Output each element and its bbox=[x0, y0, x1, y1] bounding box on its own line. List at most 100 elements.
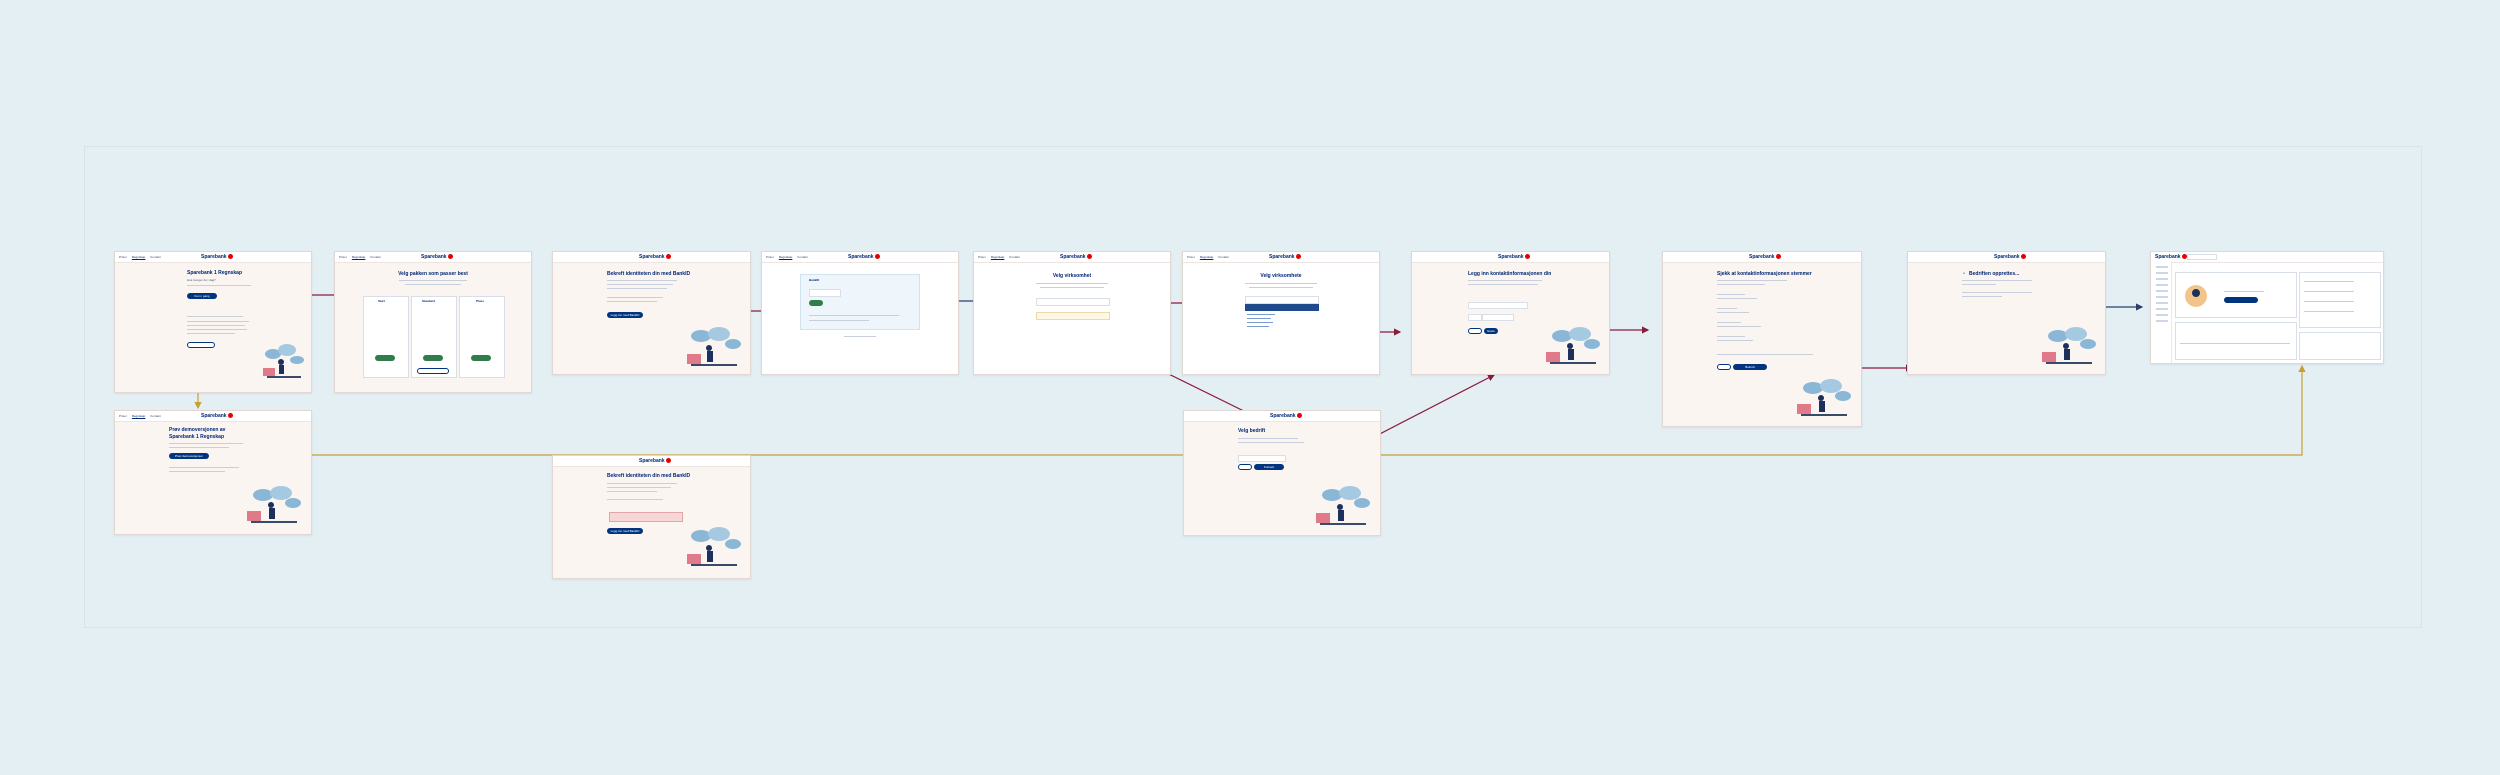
sparebank-logo: Sparebank bbox=[1269, 254, 1301, 260]
email-field[interactable] bbox=[1468, 302, 1528, 309]
company-select[interactable] bbox=[1238, 455, 1286, 462]
app-sidebar bbox=[2151, 262, 2172, 363]
top-nav: Priser Regnskap Kontakt bbox=[339, 255, 386, 259]
nav-link[interactable]: Regnskap bbox=[1199, 255, 1214, 259]
nav-link[interactable]: Kontakt bbox=[1009, 255, 1020, 259]
bankid-next-button[interactable] bbox=[809, 300, 823, 306]
top-nav: Priser Regnskap Kontakt bbox=[1187, 255, 1234, 259]
illustration-person-clouds bbox=[1316, 486, 1370, 525]
frame-header: Priser Regnskap Kontakt Sparebank bbox=[974, 252, 1170, 263]
illustration-person-clouds bbox=[247, 486, 301, 523]
loading-spinner-icon: ◔ bbox=[1962, 271, 1966, 277]
top-nav: Priser Regnskap Kontakt bbox=[766, 255, 813, 259]
frame-bankid-confirm: Sparebank Bekreft identiteten din med Ba… bbox=[552, 251, 751, 375]
business-search-input[interactable] bbox=[1036, 298, 1110, 306]
frame-landing: Priser Regnskap Kontakt Sparebank Spareban… bbox=[114, 251, 312, 393]
nav-link[interactable]: Kontakt bbox=[150, 414, 161, 418]
start-button[interactable]: Kom i gang bbox=[187, 293, 217, 299]
bankid-login-button[interactable]: Logg inn med BankID bbox=[607, 528, 643, 534]
try-demo-button[interactable]: Prøv demoversjonen bbox=[169, 453, 209, 459]
bankid-login-button[interactable]: Logg inn med BankID bbox=[607, 312, 643, 318]
back-button[interactable] bbox=[1468, 328, 1482, 334]
illustration-person-clouds bbox=[1797, 379, 1851, 416]
sparebank-logo: Sparebank bbox=[1270, 413, 1302, 419]
business-option-selected[interactable] bbox=[1245, 304, 1319, 311]
bankid-input[interactable] bbox=[809, 289, 841, 297]
top-nav: Priser Regnskap Kontakt bbox=[119, 414, 166, 418]
frame-confirm-contact: Sparebank Sjekk at kontaktinformasjonen … bbox=[1662, 251, 1862, 427]
back-button[interactable] bbox=[1717, 364, 1731, 370]
nav-link[interactable]: Kontakt bbox=[797, 255, 808, 259]
nav-link[interactable]: Regnskap bbox=[990, 255, 1005, 259]
plan-card[interactable]: Standard bbox=[411, 296, 457, 378]
frame-header: Priser Regnskap Kontakt Sparebank bbox=[115, 252, 311, 263]
sparebank-logo: Sparebank bbox=[2155, 254, 2187, 260]
next-button[interactable]: Neste bbox=[1484, 328, 1498, 334]
chart-card bbox=[2175, 322, 2297, 360]
secondary-button[interactable] bbox=[187, 342, 215, 348]
sparebank-logo: Sparebank bbox=[201, 254, 233, 260]
nav-link[interactable]: Priser bbox=[978, 255, 986, 259]
frame-header: Sparebank bbox=[1663, 252, 1861, 263]
info-banner bbox=[1036, 312, 1110, 320]
connector-f11-f10 bbox=[312, 364, 2306, 456]
nav-link[interactable]: Priser bbox=[766, 255, 774, 259]
nav-link[interactable]: Kontakt bbox=[370, 255, 381, 259]
nav-link[interactable]: Kontakt bbox=[1218, 255, 1229, 259]
nav-link[interactable]: Kontakt bbox=[150, 255, 161, 259]
back-button[interactable] bbox=[1238, 464, 1252, 470]
frame-header: Sparebank bbox=[1412, 252, 1609, 263]
choose-plan-button[interactable] bbox=[375, 355, 395, 361]
sparebank-logo: Sparebank bbox=[1060, 254, 1092, 260]
plan-card[interactable]: Start bbox=[363, 296, 409, 378]
plan-card[interactable]: Pluss bbox=[459, 296, 505, 378]
choose-plan-button[interactable] bbox=[423, 355, 443, 361]
get-started-button[interactable] bbox=[2224, 297, 2258, 303]
error-banner bbox=[609, 512, 683, 522]
frame-dashboard: Sparebank bbox=[2150, 251, 2384, 364]
welcome-card bbox=[2175, 272, 2297, 318]
welcome-illustration-icon bbox=[2185, 285, 2207, 307]
frame-header: Sparebank bbox=[553, 456, 750, 467]
nav-link[interactable]: Priser bbox=[119, 255, 127, 259]
business-search-input[interactable] bbox=[1245, 296, 1319, 304]
continue-button[interactable]: Fortsett bbox=[1254, 464, 1284, 470]
phone-field[interactable] bbox=[1482, 314, 1514, 321]
nav-link[interactable]: Regnskap bbox=[351, 255, 366, 259]
nav-link[interactable]: Priser bbox=[119, 414, 127, 418]
bank-card bbox=[2299, 332, 2381, 360]
tasks-panel bbox=[2299, 272, 2381, 328]
page-title: Velg virksomhet bbox=[1052, 273, 1092, 279]
frame-creating-company: Sparebank ◔ Bedriften opprettes... bbox=[1907, 251, 2106, 375]
page-title: Sparebank 1 Regnskap bbox=[187, 270, 243, 276]
compare-button[interactable] bbox=[417, 368, 449, 374]
page-title: Prøv demoversjonen av Sparebank 1 Regnsk… bbox=[169, 427, 226, 440]
frame-select-business: Priser Regnskap Kontakt Sparebank Velg vir… bbox=[973, 251, 1171, 375]
nav-link[interactable]: Priser bbox=[339, 255, 347, 259]
sparebank-logo: Sparebank bbox=[639, 458, 671, 464]
nav-link[interactable]: Regnskap bbox=[778, 255, 793, 259]
country-code-field[interactable] bbox=[1468, 314, 1482, 321]
page-title: Sjekk at kontaktinformasjonen stemmer bbox=[1717, 271, 1812, 277]
nav-link[interactable]: Regnskap bbox=[131, 255, 146, 259]
confirm-button[interactable]: Bekreft bbox=[1733, 364, 1767, 370]
nav-link[interactable]: Regnskap bbox=[131, 414, 146, 418]
frame-bankid-error: Sparebank Bekreft identiteten din med Ba… bbox=[552, 455, 751, 579]
frame-contact-info: Sparebank Legg inn kontaktinformasjonen … bbox=[1411, 251, 1610, 375]
top-nav: Priser Regnskap Kontakt bbox=[119, 255, 166, 259]
choose-plan-button[interactable] bbox=[471, 355, 491, 361]
illustration-person-clouds bbox=[2042, 327, 2096, 364]
sparebank-logo: Sparebank bbox=[1994, 254, 2026, 260]
nav-link[interactable]: Priser bbox=[1187, 255, 1195, 259]
page-title: Bedriften opprettes... bbox=[1969, 271, 2020, 277]
search-input[interactable] bbox=[2187, 254, 2217, 260]
frame-header: Priser Regnskap Kontakt Sparebank bbox=[1183, 252, 1379, 263]
page-title: Legg inn kontaktinformasjonen din bbox=[1468, 271, 1552, 277]
sparebank-logo: Sparebank bbox=[1749, 254, 1781, 260]
